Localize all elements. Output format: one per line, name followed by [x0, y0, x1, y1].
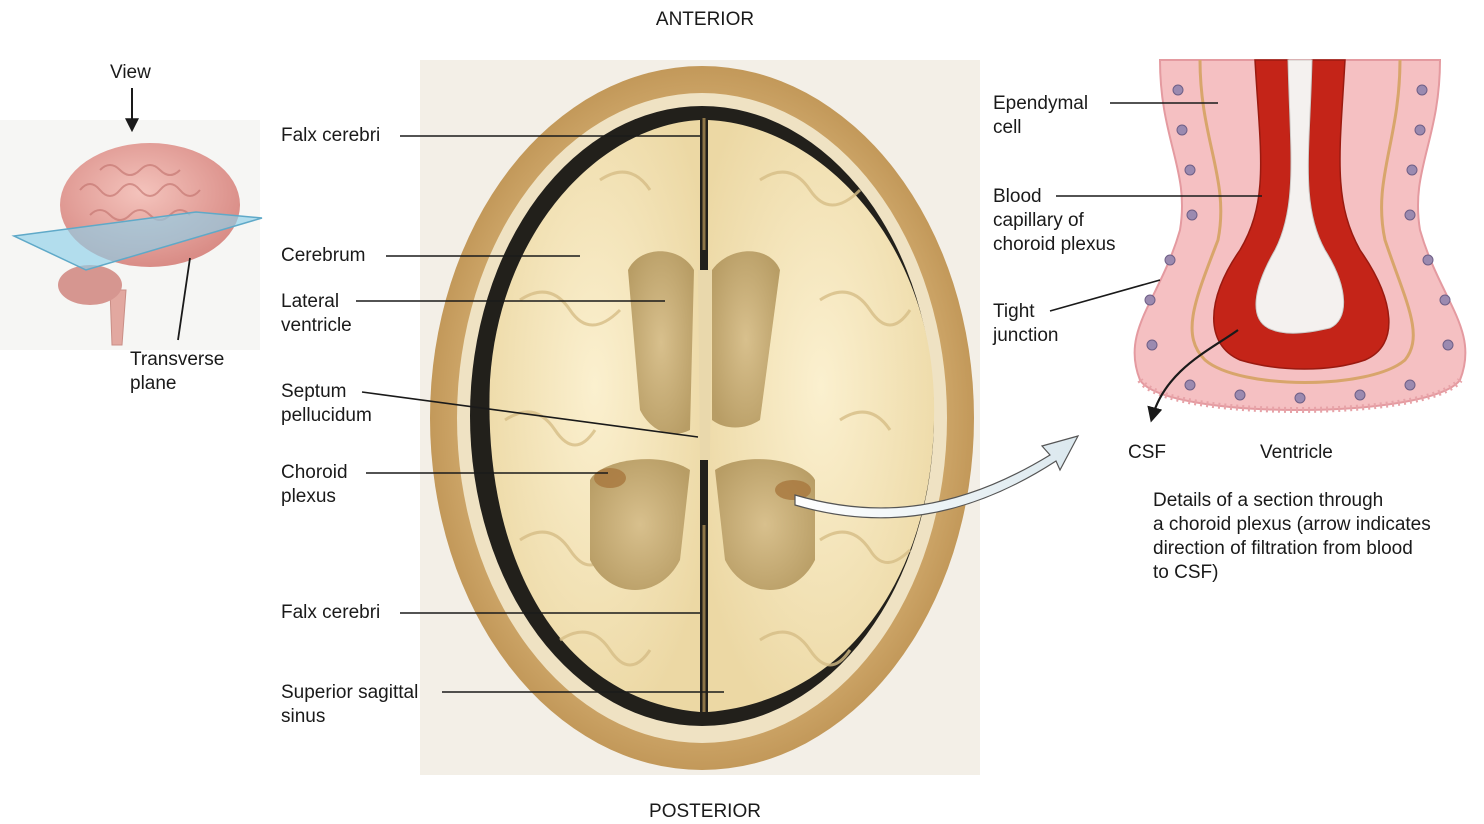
label-blood-capillary: Blood capillary of choroid plexus: [993, 185, 1116, 257]
orientation-posterior: POSTERIOR: [620, 800, 790, 824]
label-transverse-plane: Transverse plane: [130, 348, 224, 396]
choroid-plexus-left: [594, 468, 626, 488]
leader-tight-junction: [1050, 280, 1160, 311]
label-ependymal-cell: Ependymal cell: [993, 92, 1088, 140]
label-tight-junction: Tight junction: [993, 300, 1059, 348]
orientation-anterior: ANTERIOR: [620, 8, 790, 32]
label-choroid-plexus: Choroid plexus: [281, 461, 348, 509]
choroid-plexus-detail: [1135, 60, 1466, 418]
label-lateral-ventricle: Lateral ventricle: [281, 290, 352, 338]
inset-cerebellum: [58, 265, 122, 305]
inset-brain-diagram: [0, 88, 262, 350]
label-view: View: [110, 61, 151, 85]
label-superior-sagittal-sinus: Superior sagittal sinus: [281, 681, 418, 729]
label-septum-pellucidum: Septum pellucidum: [281, 380, 372, 428]
brain-transverse-section: [420, 60, 980, 775]
figure-caption: Details of a section through a choroid p…: [1153, 489, 1483, 585]
choroid-plexus-right: [775, 480, 811, 500]
label-ventricle: Ventricle: [1260, 441, 1333, 465]
septum-pellucidum-shape: [698, 270, 712, 460]
label-falx-cerebri-posterior: Falx cerebri: [281, 601, 380, 625]
label-csf: CSF: [1128, 441, 1166, 465]
label-cerebrum: Cerebrum: [281, 244, 365, 268]
label-falx-cerebri-anterior: Falx cerebri: [281, 124, 380, 148]
